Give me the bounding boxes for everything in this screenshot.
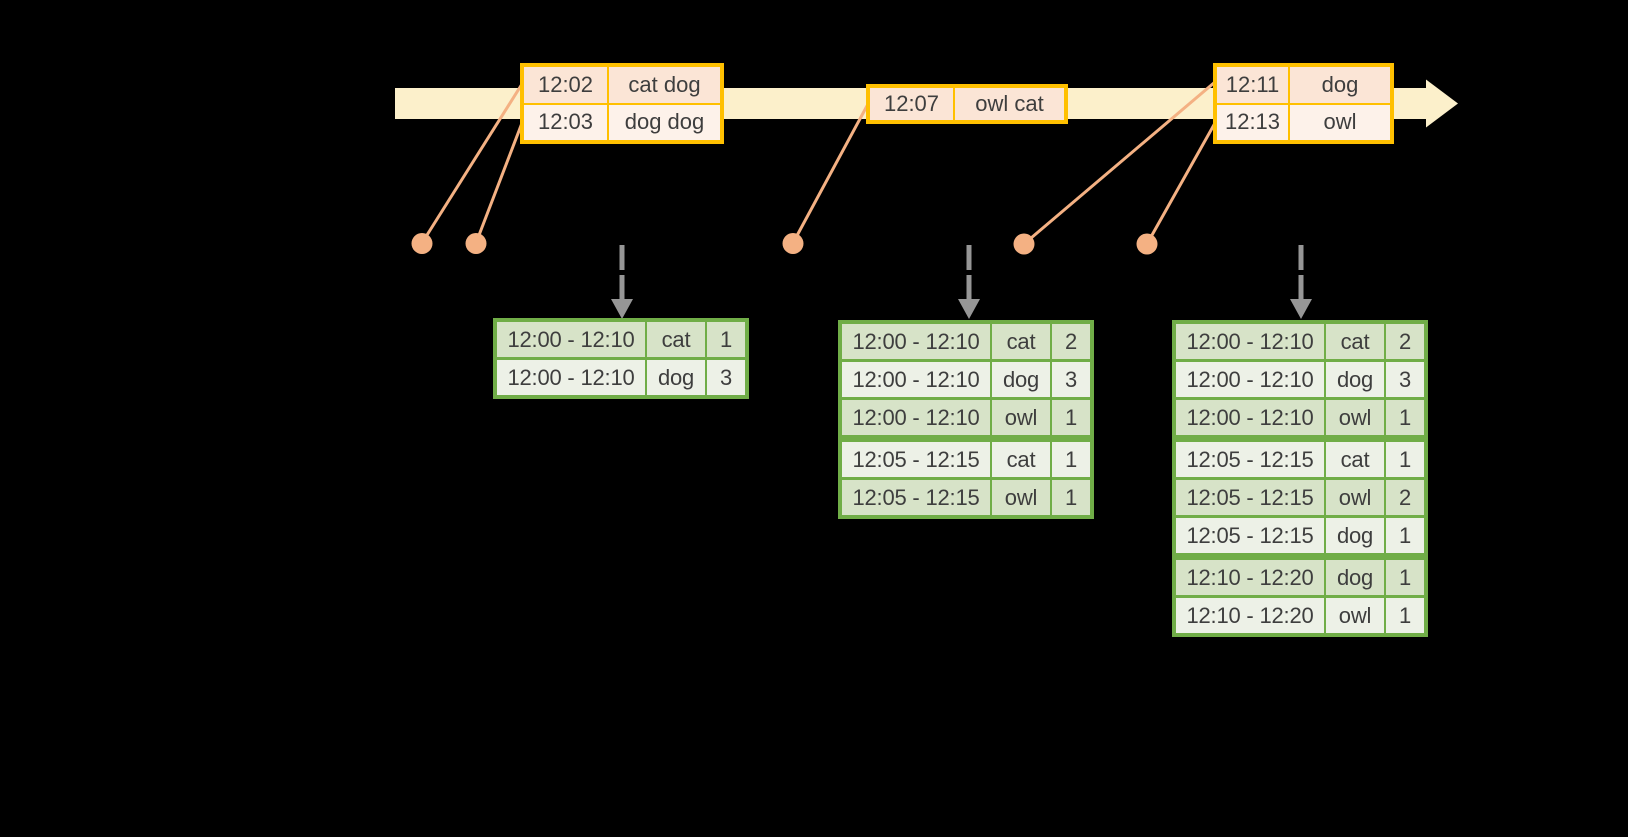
count-cell: 1 [1052,480,1090,515]
word-cell: cat [647,322,705,357]
count-cell: 1 [1386,560,1424,595]
stream-dot [1013,233,1035,255]
table-row: 12:00 - 12:10 owl 1 [842,400,1090,435]
event-box-3: 12:11 dog 12:13 owl [1213,63,1394,144]
timeline-arrowhead-icon [1426,79,1458,128]
count-cell: 3 [707,360,745,395]
connector-line [791,103,870,244]
emit-arrowhead-icon [611,299,633,319]
table-row: 12:10 - 12:20 dog 1 [1176,560,1424,595]
event-words: dog dog [609,104,720,140]
window-cell: 12:05 - 12:15 [1176,442,1324,477]
count-cell: 1 [1386,518,1424,553]
word-cell: cat [992,324,1050,359]
word-cell: dog [992,362,1050,397]
window-cell: 12:05 - 12:15 [1176,518,1324,553]
emit-arrows [611,245,1312,319]
table-row: 12:00 - 12:10 dog 3 [842,362,1090,397]
window-cell: 12:00 - 12:10 [842,400,990,435]
word-cell: owl [992,480,1050,515]
event-time: 12:13 [1217,104,1288,140]
count-cell: 1 [1052,400,1090,435]
window-cell: 12:05 - 12:15 [1176,480,1324,515]
event-time: 12:11 [1217,67,1288,103]
count-cell: 1 [1386,598,1424,633]
word-cell: owl [1326,598,1384,633]
table-row: 12:05 - 12:15 owl 2 [1176,480,1424,515]
event-words: owl cat [955,88,1064,120]
connector-line [474,122,524,244]
table-row: 12:00 - 12:10 cat 1 [497,322,745,357]
table-row: 12:05 - 12:15 dog 1 [1176,518,1424,553]
result-table-1: 12:00 - 12:10 cat 1 12:00 - 12:10 dog 3 [493,318,749,399]
emit-arrowhead-icon [958,299,980,319]
word-cell: cat [1326,442,1384,477]
table-row: 12:00 - 12:10 cat 2 [1176,324,1424,359]
table-row: 12:00 - 12:10 dog 3 [1176,362,1424,397]
table-row: 12:05 - 12:15 owl 1 [842,480,1090,515]
count-cell: 1 [707,322,745,357]
event-time: 12:07 [870,88,953,120]
table-row: 12:05 - 12:15 cat 1 [1176,442,1424,477]
window-cell: 12:10 - 12:20 [1176,598,1324,633]
result-table-2: 12:00 - 12:10 cat 2 12:00 - 12:10 dog 3 … [838,320,1094,519]
word-cell: cat [992,442,1050,477]
window-cell: 12:00 - 12:10 [842,362,990,397]
connector-lines [420,80,1217,246]
table-row: 12:00 - 12:10 dog 3 [497,360,745,395]
table-row: 12:00 - 12:10 owl 1 [1176,400,1424,435]
window-cell: 12:00 - 12:10 [842,324,990,359]
stream-dot [465,233,487,254]
word-cell: dog [1326,560,1384,595]
count-cell: 1 [1052,442,1090,477]
window-cell: 12:00 - 12:10 [1176,324,1324,359]
event-box-2: 12:07 owl cat [866,84,1068,124]
window-cell: 12:00 - 12:10 [1176,400,1324,435]
word-cell: owl [992,400,1050,435]
count-cell: 2 [1386,324,1424,359]
word-cell: dog [1326,362,1384,397]
stream-dot [411,233,433,254]
word-cell: dog [1326,518,1384,553]
event-words: owl [1290,104,1390,140]
window-cell: 12:00 - 12:10 [497,322,645,357]
count-cell: 3 [1386,362,1424,397]
stream-dot [782,233,804,254]
table-row: 12:10 - 12:20 owl 1 [1176,598,1424,633]
word-cell: owl [1326,480,1384,515]
count-cell: 1 [1386,442,1424,477]
event-box-1: 12:02 cat dog 12:03 dog dog [520,63,724,144]
window-cell: 12:00 - 12:10 [497,360,645,395]
word-cell: owl [1326,400,1384,435]
window-cell: 12:10 - 12:20 [1176,560,1324,595]
event-time: 12:02 [524,67,607,103]
table-row: 12:05 - 12:15 cat 1 [842,442,1090,477]
stream-dot [1136,233,1158,255]
count-cell: 3 [1052,362,1090,397]
window-cell: 12:00 - 12:10 [1176,362,1324,397]
window-cell: 12:05 - 12:15 [842,442,990,477]
window-cell: 12:05 - 12:15 [842,480,990,515]
connector-line [1023,80,1216,246]
table-row: 12:00 - 12:10 cat 2 [842,324,1090,359]
count-cell: 2 [1052,324,1090,359]
result-table-3: 12:00 - 12:10 cat 2 12:00 - 12:10 dog 3 … [1172,320,1428,637]
count-cell: 1 [1386,400,1424,435]
stream-dots [411,233,1158,255]
word-cell: cat [1326,324,1384,359]
connector-line [420,83,524,244]
event-time: 12:03 [524,104,607,140]
event-words: dog [1290,67,1390,103]
count-cell: 2 [1386,480,1424,515]
emit-arrowhead-icon [1290,299,1312,319]
word-cell: dog [647,360,705,395]
event-words: cat dog [609,67,720,103]
connector-line [1145,122,1217,245]
